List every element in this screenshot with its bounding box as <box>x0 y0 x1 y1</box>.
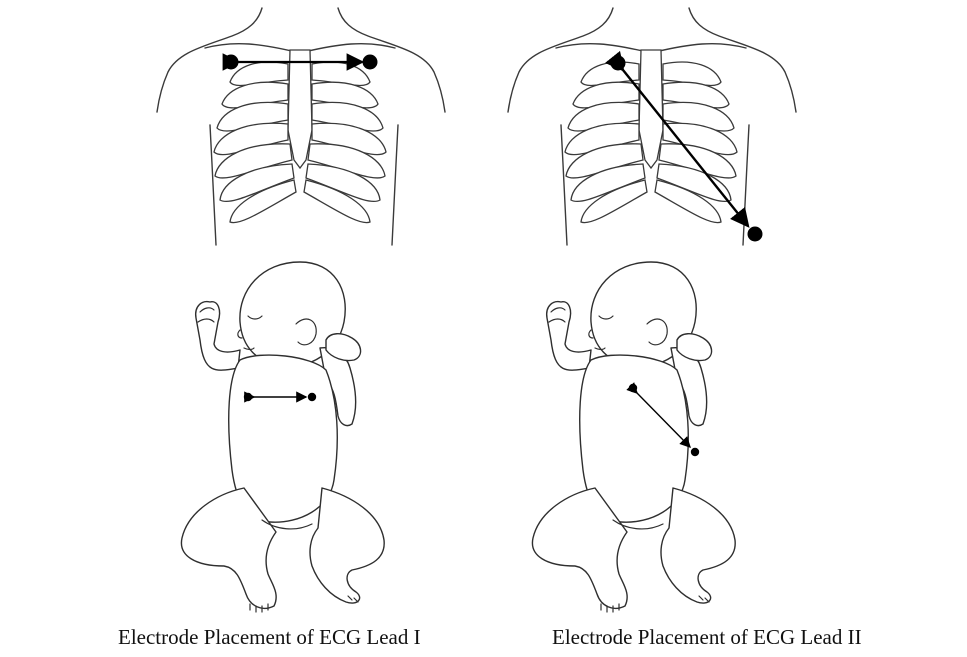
infant-upper-electrode <box>629 384 637 392</box>
lead-1-panel: Electrode Placement of ECG Lead I <box>0 0 483 657</box>
infant-illustration <box>181 262 384 612</box>
adult-left-arm-electrode <box>363 55 378 70</box>
lead-1-figure <box>0 0 483 620</box>
adult-right-arm-electrode <box>224 55 239 70</box>
infant-left-electrode <box>308 393 316 401</box>
infant-lower-electrode <box>691 448 699 456</box>
lead-1-caption: Electrode Placement of ECG Lead I <box>118 624 421 650</box>
adult-torso-illustration <box>157 8 445 245</box>
lead-2-caption: Electrode Placement of ECG Lead II <box>552 624 862 650</box>
lead-2-figure <box>483 0 967 620</box>
adult-right-arm-electrode <box>611 56 626 71</box>
infant-illustration <box>532 262 735 612</box>
adult-left-leg-electrode <box>748 227 763 242</box>
infant-right-electrode <box>244 393 252 401</box>
adult-torso-illustration <box>508 8 796 245</box>
lead-2-panel: Electrode Placement of ECG Lead II <box>483 0 967 657</box>
